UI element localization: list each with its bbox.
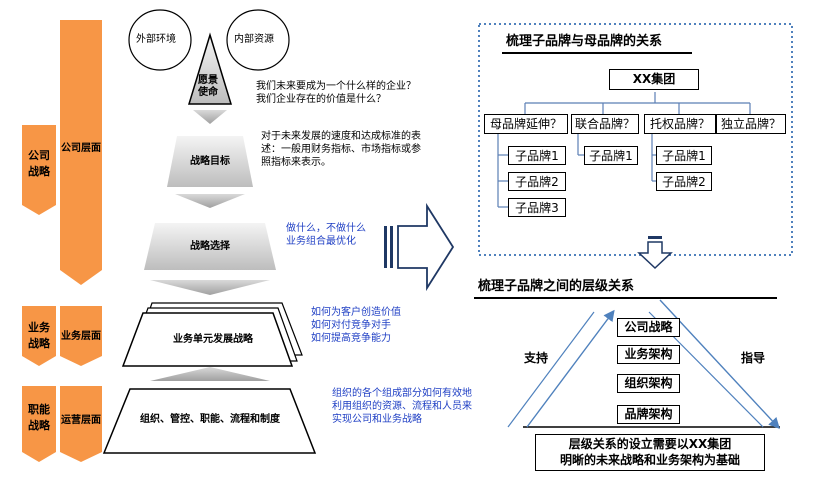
operations-layer-chevron xyxy=(60,386,102,462)
branch-endorsed-brand: 托权品牌？ xyxy=(644,114,716,134)
sub-brand-box: 子品牌2 xyxy=(508,172,566,191)
corporate-strategy-tab xyxy=(22,125,56,215)
internal-resources-label: 内部资源 xyxy=(234,34,274,45)
vision-mission-label: 愿景 使命 xyxy=(198,75,218,98)
external-environment-label: 外部环境 xyxy=(136,34,176,45)
functional-strategy-tab xyxy=(22,386,56,462)
internal-resources-circle xyxy=(226,9,290,71)
title-underline-1 xyxy=(502,52,692,54)
business-layer-label: 业务层面 xyxy=(61,331,101,342)
flow-arrow-up xyxy=(150,367,270,381)
branch-independent-brand: 独立品牌？ xyxy=(716,114,786,134)
external-environment-circle xyxy=(128,9,192,71)
down-arrow xyxy=(637,241,673,270)
business-unit-card xyxy=(121,312,294,367)
down-arrow-stripe xyxy=(648,236,662,239)
business-strategy-tab xyxy=(22,306,56,366)
arrow-stripe-2 xyxy=(390,226,393,268)
sub-brand-box: 子品牌1 xyxy=(656,146,712,165)
branch-parent-extension: 母品牌延伸？ xyxy=(484,114,568,134)
vision-triangle xyxy=(187,32,233,105)
support-label: 支持 xyxy=(524,351,549,365)
strategic-choice-shape xyxy=(144,223,276,270)
operations-layer-label: 运营层面 xyxy=(61,415,101,426)
hierarchy-title: 梳理子品牌之间的层级关系 xyxy=(478,279,635,294)
corporate-layer-bar xyxy=(60,20,102,285)
flow-arrow-3 xyxy=(150,280,270,295)
operations-label: 组织、管控、职能、流程和制度 xyxy=(140,414,280,425)
vision-note: 我们未来要成为一个什么样的企业？ 我们企业存在的价值是什么？ xyxy=(256,81,416,105)
sub-brand-box: 子品牌3 xyxy=(508,198,566,217)
functional-strategy-label: 职能 战略 xyxy=(28,403,50,432)
branch-co-brand: 联合品牌？ xyxy=(571,114,639,134)
corporate-strategy-label: 公司 战略 xyxy=(28,149,50,178)
business-unit-strategy-label: 业务单元发展战略 xyxy=(173,334,253,345)
operations-note: 组织的各个组成部分如何有效地 利用组织的资源、流程和人员来 实现公司和业务战略 xyxy=(332,388,472,425)
flow-arrow-1 xyxy=(193,110,227,124)
business-layer-chevron xyxy=(60,306,102,366)
level-business-architecture: 业务架构 xyxy=(617,345,680,364)
strategic-choice-label: 战略选择 xyxy=(190,241,230,252)
guide-label: 指导 xyxy=(741,351,766,365)
level-org-architecture: 组织架构 xyxy=(617,374,680,393)
flow-arrow-2 xyxy=(175,194,245,208)
arrow-stripe-1 xyxy=(384,226,387,268)
business-note: 如何为客户创造价值 如何对付竞争对手 如何提高竞争能力 xyxy=(311,307,401,344)
big-right-arrow xyxy=(397,202,455,292)
sub-brand-box: 子品牌2 xyxy=(656,172,712,191)
level-brand-architecture: 品牌架构 xyxy=(617,405,680,424)
goal-note: 对于未来发展的速度和达成标准的表 述：一般用财务指标、市场指标或参 照指标来表示… xyxy=(261,131,421,168)
choice-note: 做什么，不做什么 业务组合最优化 xyxy=(286,223,366,247)
level-corporate-strategy: 公司战略 xyxy=(617,318,680,337)
business-strategy-label: 业务 战略 xyxy=(28,321,50,350)
title-underline-2 xyxy=(474,297,777,299)
strategic-goal-label: 战略目标 xyxy=(190,156,230,167)
brand-relation-title: 梳理子品牌与母品牌的关系 xyxy=(506,34,663,49)
brand-relation-frame xyxy=(478,23,793,256)
brand-tree-connectors xyxy=(497,92,751,208)
group-root-box: XX集团 xyxy=(609,69,699,90)
hierarchy-footer-box: 层级关系的设立需要以XX集团 明晰的未来战略和业务架构为基础 xyxy=(535,434,765,471)
operations-trapezoid xyxy=(102,388,317,454)
sub-brand-box: 子品牌1 xyxy=(584,146,638,165)
corporate-layer-label: 公司层面 xyxy=(61,143,101,154)
strategic-goal-shape xyxy=(167,136,253,187)
sub-brand-box: 子品牌1 xyxy=(508,146,566,165)
